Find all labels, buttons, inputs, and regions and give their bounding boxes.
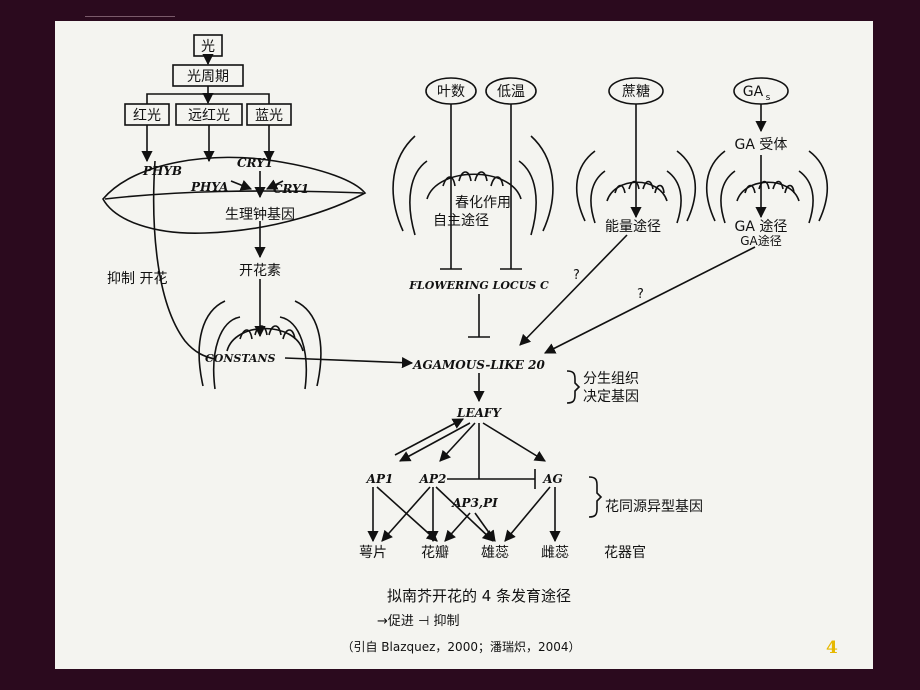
far-red-label: 远红光 (188, 108, 230, 124)
question-mark-energy: ? (573, 268, 580, 283)
sucrose-label: 蔗糖 (622, 84, 650, 100)
organ-sepal: 萼片 (359, 545, 387, 561)
organ-pistil: 雌蕊 (541, 545, 569, 561)
ga-subscript: s (766, 93, 771, 103)
ga-label: GA (743, 84, 764, 100)
gene-phya: PHYA (190, 180, 228, 194)
gene-phyb: PHYB (142, 164, 182, 178)
organ-petal: 花瓣 (421, 545, 449, 561)
leaf-number-label: 叶数 (437, 84, 465, 100)
gene-ap2: AP2 (419, 472, 447, 486)
organ-category-label: 花器官 (604, 545, 646, 561)
ga-pathway-label: GA 途径 (735, 218, 788, 235)
vernalization-label: 春化作用 (455, 195, 511, 211)
blue-light-label: 蓝光 (255, 108, 283, 124)
page-number: 4 (826, 638, 838, 658)
gene-agl20: AGAMOUS-LIKE 20 (412, 358, 545, 372)
organ-stamen: 雄蕊 (481, 545, 509, 561)
low-temp-label: 低温 (497, 84, 525, 100)
meristem-label-line1: 分生组织 (583, 371, 639, 387)
florigen-label: 开花素 (239, 263, 281, 279)
gene-cry1-mid: CRY1 (273, 182, 309, 196)
red-light-label: 红光 (133, 108, 161, 124)
slide-top-rule (85, 16, 175, 17)
ga-receptor-label: GA 受体 (735, 137, 788, 153)
autonomous-pathway-label: 自主途径 (433, 212, 489, 229)
inhibit-flowering-label: 抑制 开花 (107, 271, 167, 287)
meristem-label-line2: 决定基因 (583, 388, 639, 405)
leaf-shape (102, 156, 367, 234)
light-label: 光 (201, 39, 215, 55)
question-mark-ga: ? (637, 287, 644, 302)
figure-source: （引自 Blazquez，2000；潘瑞炽，2004） (341, 640, 580, 654)
gene-flc: FLOWERING LOCUS C (408, 279, 549, 292)
figure-caption-title: 拟南芥开花的 4 条发育途径 (387, 587, 571, 605)
clock-gene-label: 生理钟基因 (225, 206, 295, 223)
gene-ap1: AP1 (366, 472, 394, 486)
gene-leafy: LEAFY (456, 406, 502, 420)
gene-ap3-pi: AP3,PI (451, 496, 498, 510)
energy-pathway-label: 能量途径 (605, 218, 661, 235)
homeotic-genes-label: 花同源异型基因 (605, 498, 703, 515)
figure-legend: →促进 ⊣ 抑制 (377, 614, 459, 629)
shoot-apex-1 (198, 300, 322, 390)
gene-constans: CONSTANS (205, 352, 276, 365)
gene-ag: AG (542, 472, 563, 486)
photoperiod-label: 光周期 (187, 69, 229, 85)
gene-cry1-top: CRY1 (237, 156, 273, 170)
flowering-pathways-diagram: 光 光周期 红光 远红光 蓝光 PHYB CRY1 PHYA CRY1 生理钟基… (102, 34, 829, 654)
figure-panel: 光 光周期 红光 远红光 蓝光 PHYB CRY1 PHYA CRY1 生理钟基… (55, 21, 873, 669)
ga-pathway-label-duplicate: GA途径 (740, 233, 782, 248)
